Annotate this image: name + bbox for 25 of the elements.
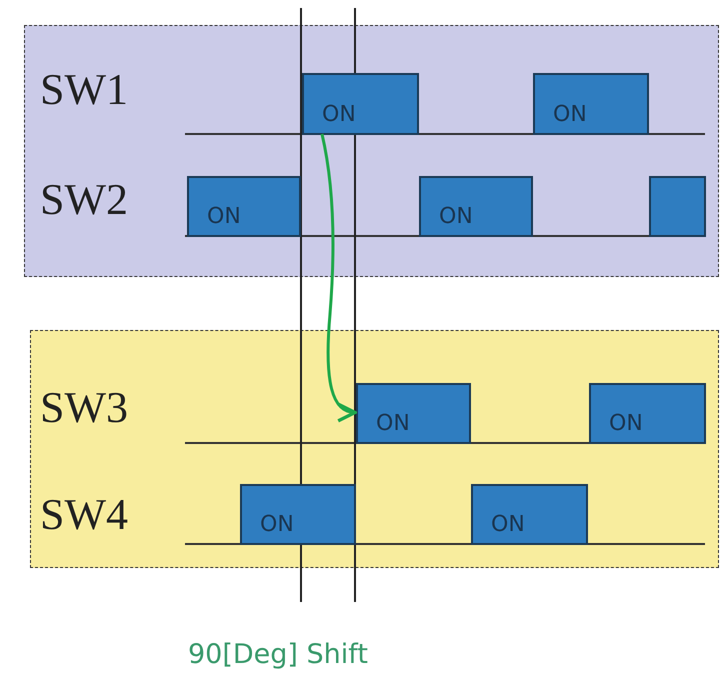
signal-label: SW3 <box>40 386 128 430</box>
on-pulse <box>533 73 649 135</box>
group-panel <box>24 25 719 277</box>
pulse-block <box>649 176 706 237</box>
on-pulse <box>302 73 419 135</box>
on-pulse <box>589 383 706 444</box>
caption: 90[Deg] Shift <box>188 640 368 670</box>
on-pulse <box>419 176 533 237</box>
pulse-label: ON <box>439 204 473 229</box>
group-panel <box>30 330 719 568</box>
signal-label: SW4 <box>40 493 128 537</box>
pulse-label: ON <box>376 412 410 436</box>
pulse-label: ON <box>553 102 587 127</box>
on-pulse <box>471 484 588 545</box>
pulse-label: ON <box>491 512 525 537</box>
pulse-label: ON <box>322 102 356 127</box>
arrow <box>320 134 357 421</box>
on-pulse <box>356 383 471 444</box>
on-pulse <box>240 484 356 545</box>
pulse-label: ON <box>609 412 643 436</box>
pulse-label: ON <box>207 204 241 229</box>
on-pulse <box>187 176 301 237</box>
pulse-label: ON <box>260 512 294 537</box>
signal-label: SW1 <box>40 68 128 112</box>
signal-label: SW2 <box>40 178 128 222</box>
